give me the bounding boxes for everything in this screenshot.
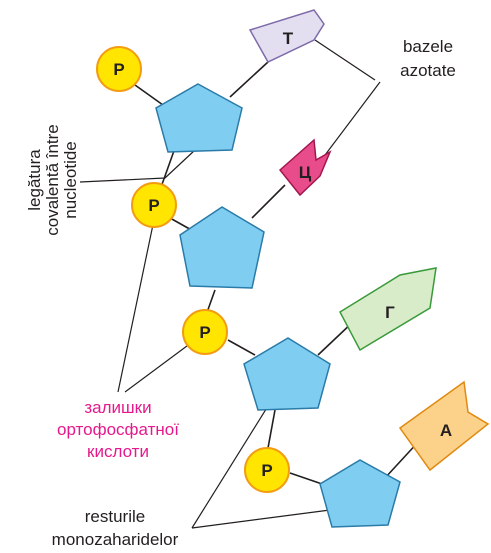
phosphate-group: P (182, 309, 228, 355)
nitrogen-bases-label-line-2: azotate (400, 61, 456, 80)
sugars (155, 83, 401, 528)
sugars-label: resturile monozaharidelor (52, 507, 179, 549)
nitrogen-bases-label: bazele azotate (400, 37, 456, 80)
sugar-pentagon (243, 337, 331, 411)
covalent-bond-label: legătura covalentă între nucleotide (25, 124, 80, 236)
covalent-bond-label-line-2: covalentă între (43, 124, 62, 236)
sugar-pentagon (319, 459, 401, 528)
phosphates: P P P P (96, 46, 290, 493)
covalent-bond-label-line-1: legătura (25, 149, 44, 211)
bond-s2-ts (251, 184, 286, 219)
sugars-label-line-2: monozaharidelor (52, 530, 179, 549)
bases-leader-top (314, 39, 376, 81)
phosphoric-acid-label: залишки ортофосфатної кислоти (57, 398, 179, 461)
covalent-bond-label-line-3: nucleotide (61, 141, 80, 219)
bond-p4-s4 (289, 472, 326, 486)
phosphate-group: P (131, 182, 177, 228)
leader-lines (79, 39, 381, 529)
phosphate-label: P (148, 196, 159, 215)
phosphate-leader-2 (124, 339, 196, 393)
base-label: Ц (299, 163, 312, 182)
phosphate-label: P (261, 461, 272, 480)
bond-p3-s3 (227, 339, 256, 356)
base-label: А (440, 421, 452, 440)
covalent-bond-leader (79, 149, 196, 183)
phosphate-group: P (244, 447, 290, 493)
sugar-leader-2 (191, 509, 331, 529)
bond-s3-p4 (267, 409, 276, 449)
phosphoric-acid-label-line-1: залишки (84, 398, 151, 417)
phosphate-label: P (199, 323, 210, 342)
phosphoric-acid-label-line-2: ортофосфатної (57, 420, 179, 439)
sugar-pentagon (155, 83, 243, 153)
sugar-leader-1 (191, 389, 279, 529)
phosphate-leader-1 (117, 214, 156, 393)
base-g-icon: Г (339, 267, 437, 352)
phosphate-group: P (96, 46, 142, 92)
phosphate-label: P (113, 60, 124, 79)
sugar-pentagon (179, 206, 265, 289)
base-t-icon: Т (248, 9, 325, 63)
bond-s1-p2 (159, 147, 176, 191)
base-ts-icon: Ц (278, 138, 332, 197)
sugars-label-line-1: resturile (85, 507, 145, 526)
nitrogen-bases-label-line-1: bazele (403, 37, 453, 56)
bases: Т Ц Г А (248, 9, 490, 472)
base-label: Т (283, 29, 294, 48)
base-label: Г (385, 303, 395, 322)
phosphoric-acid-label-line-3: кислоти (87, 442, 149, 461)
base-a-icon: А (398, 380, 490, 472)
bond-s1-t (229, 61, 269, 98)
